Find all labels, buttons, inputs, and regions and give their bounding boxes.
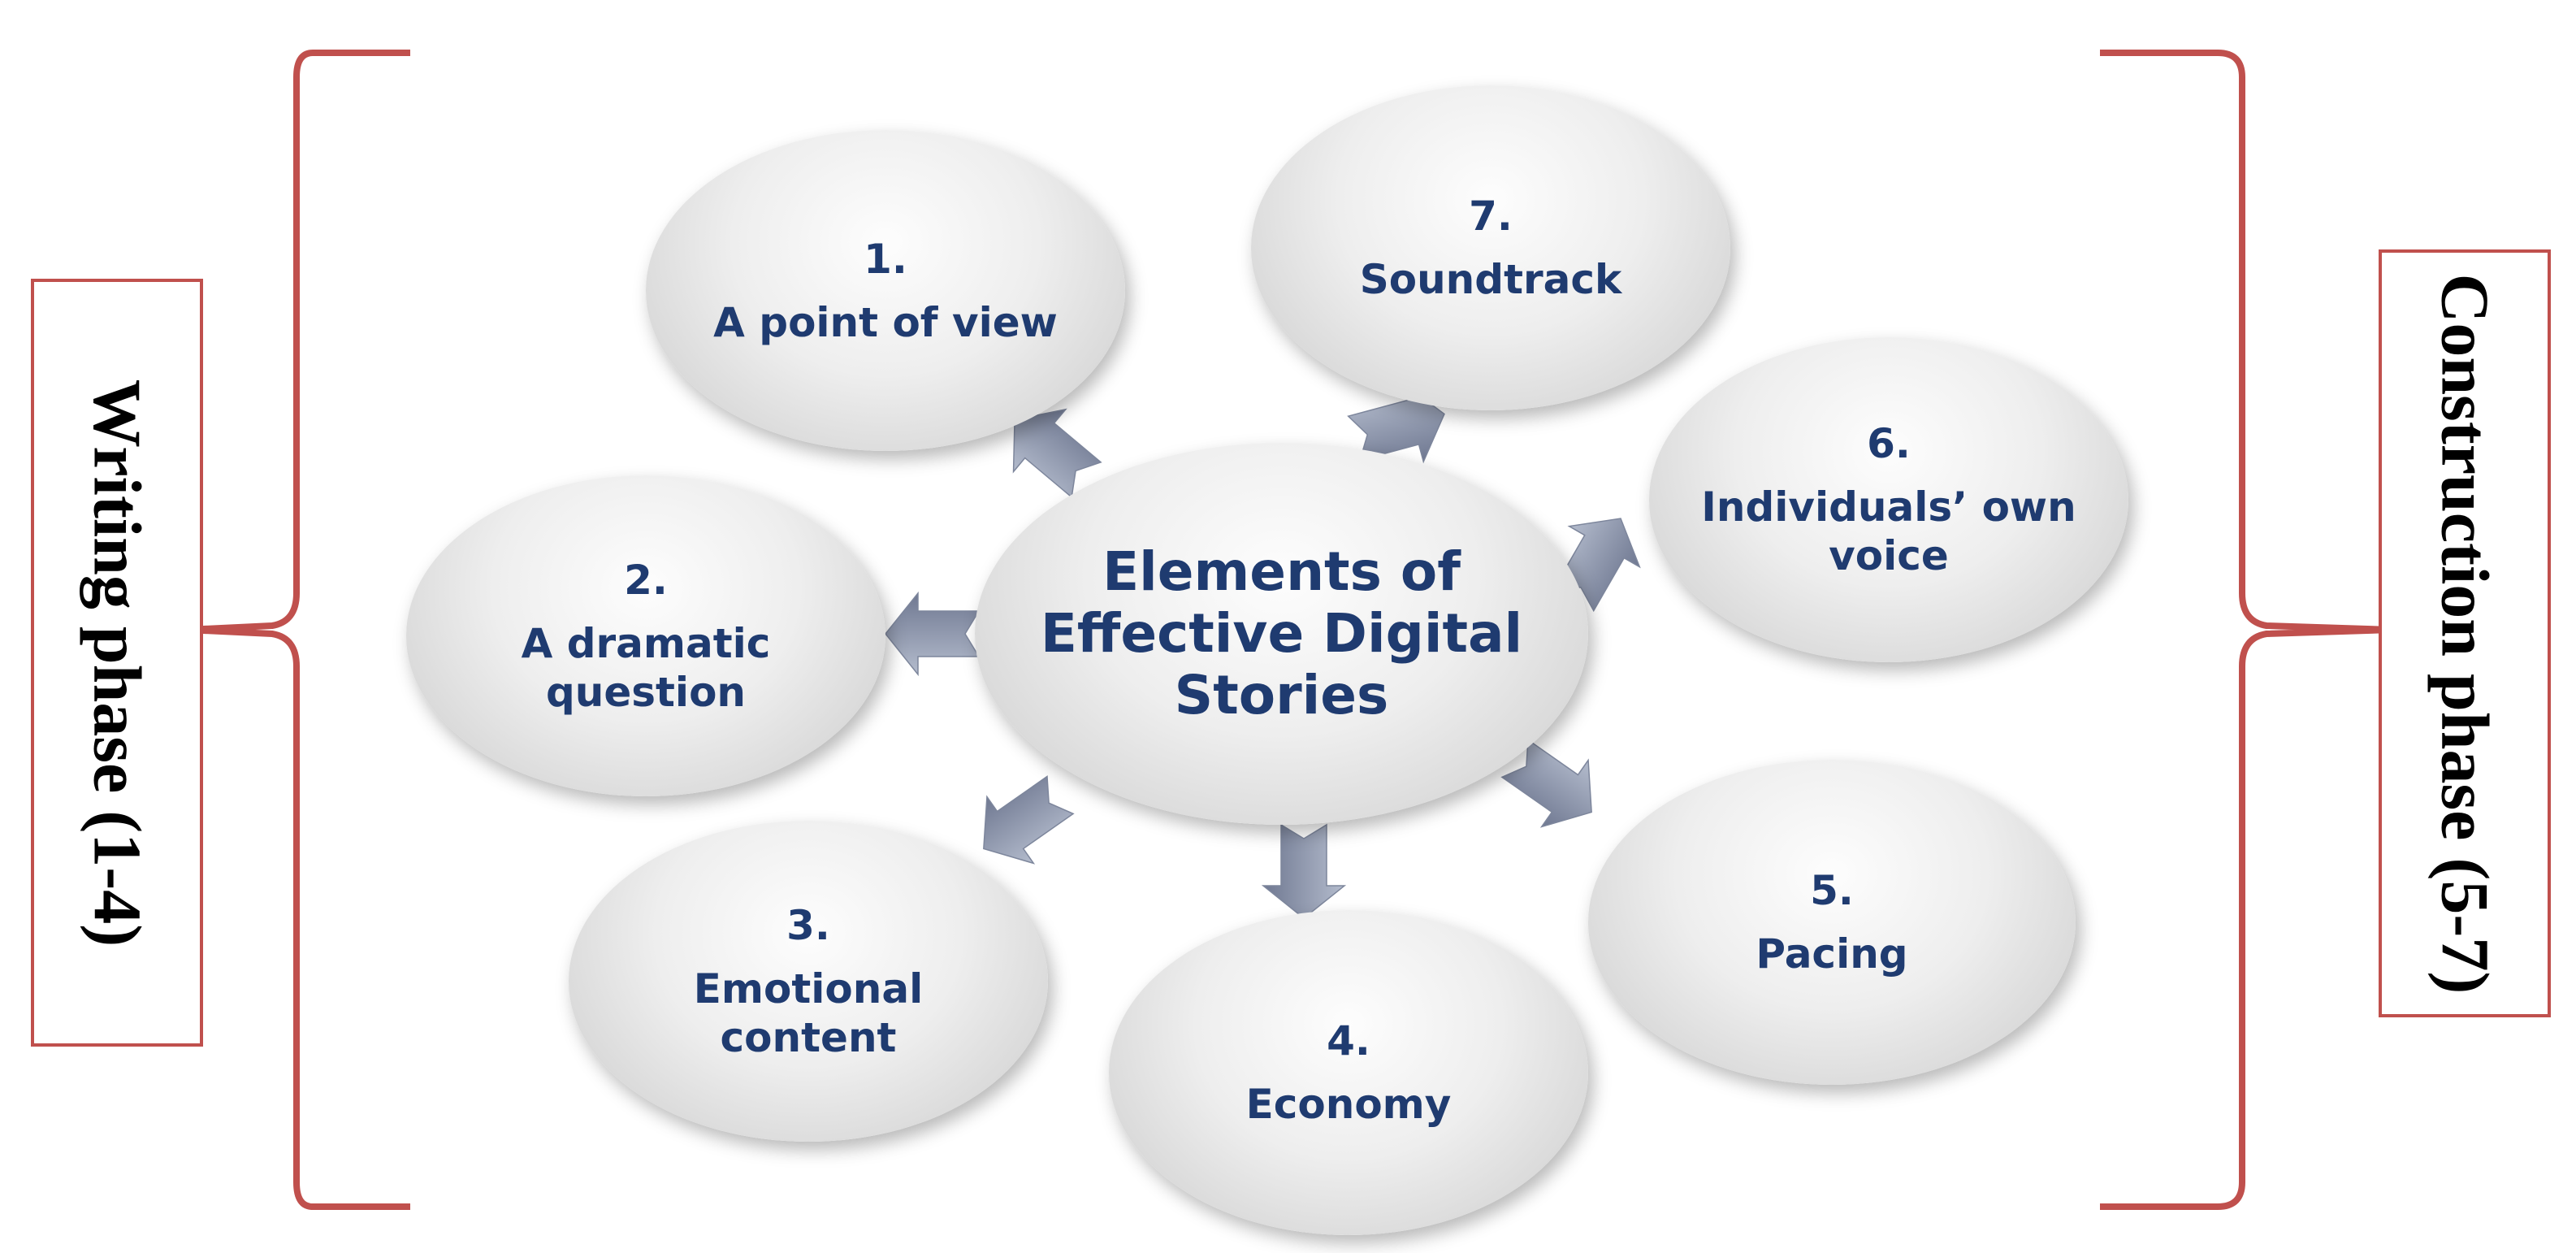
construction-phase-label: Construction phase (5-7) <box>2427 273 2503 994</box>
element-number: 3. <box>786 901 830 949</box>
arrow-2 <box>885 591 981 677</box>
arrow-5 <box>1500 739 1592 828</box>
center-title: Elements of Effective Digital Stories <box>1040 540 1523 726</box>
element-label: A dramatic question <box>521 619 771 716</box>
element-bubble-1: 1. A point of view <box>646 130 1125 451</box>
element-label: Pacing <box>1756 930 1908 978</box>
element-label: Soundtrack <box>1359 256 1622 303</box>
element-label: Economy <box>1245 1081 1452 1128</box>
element-number: 1. <box>864 235 907 283</box>
construction-phase-box: Construction phase (5-7) <box>2379 249 2551 1017</box>
element-number: 4. <box>1327 1017 1370 1064</box>
element-bubble-5: 5. Pacing <box>1588 760 2076 1085</box>
element-label: Individuals’ own voice <box>1701 483 2076 579</box>
arrow-6 <box>1552 518 1641 613</box>
construction-phase-bracket <box>2100 50 2396 1210</box>
element-label: Emotional content <box>693 965 924 1061</box>
element-number: 6. <box>1867 420 1911 467</box>
arrow-4 <box>1261 823 1347 919</box>
element-bubble-2: 2. A dramatic question <box>406 475 885 796</box>
arrow-3 <box>983 775 1075 865</box>
writing-phase-label: Writing phase (1-4) <box>79 379 155 947</box>
element-number: 5. <box>1810 867 1854 914</box>
arrow-1 <box>1012 408 1102 499</box>
element-number: 2. <box>624 556 668 604</box>
element-bubble-7: 7. Soundtrack <box>1251 85 1730 410</box>
element-bubble-4: 4. Economy <box>1109 910 1588 1235</box>
writing-phase-box: Writing phase (1-4) <box>31 279 203 1047</box>
element-number: 7. <box>1469 193 1513 240</box>
element-bubble-3: 3. Emotional content <box>569 821 1048 1142</box>
element-label: A point of view <box>713 298 1058 346</box>
writing-phase-bracket <box>184 50 410 1210</box>
element-bubble-6: 6. Individuals’ own voice <box>1649 337 2128 662</box>
center-bubble: Elements of Effective Digital Stories <box>975 443 1588 825</box>
